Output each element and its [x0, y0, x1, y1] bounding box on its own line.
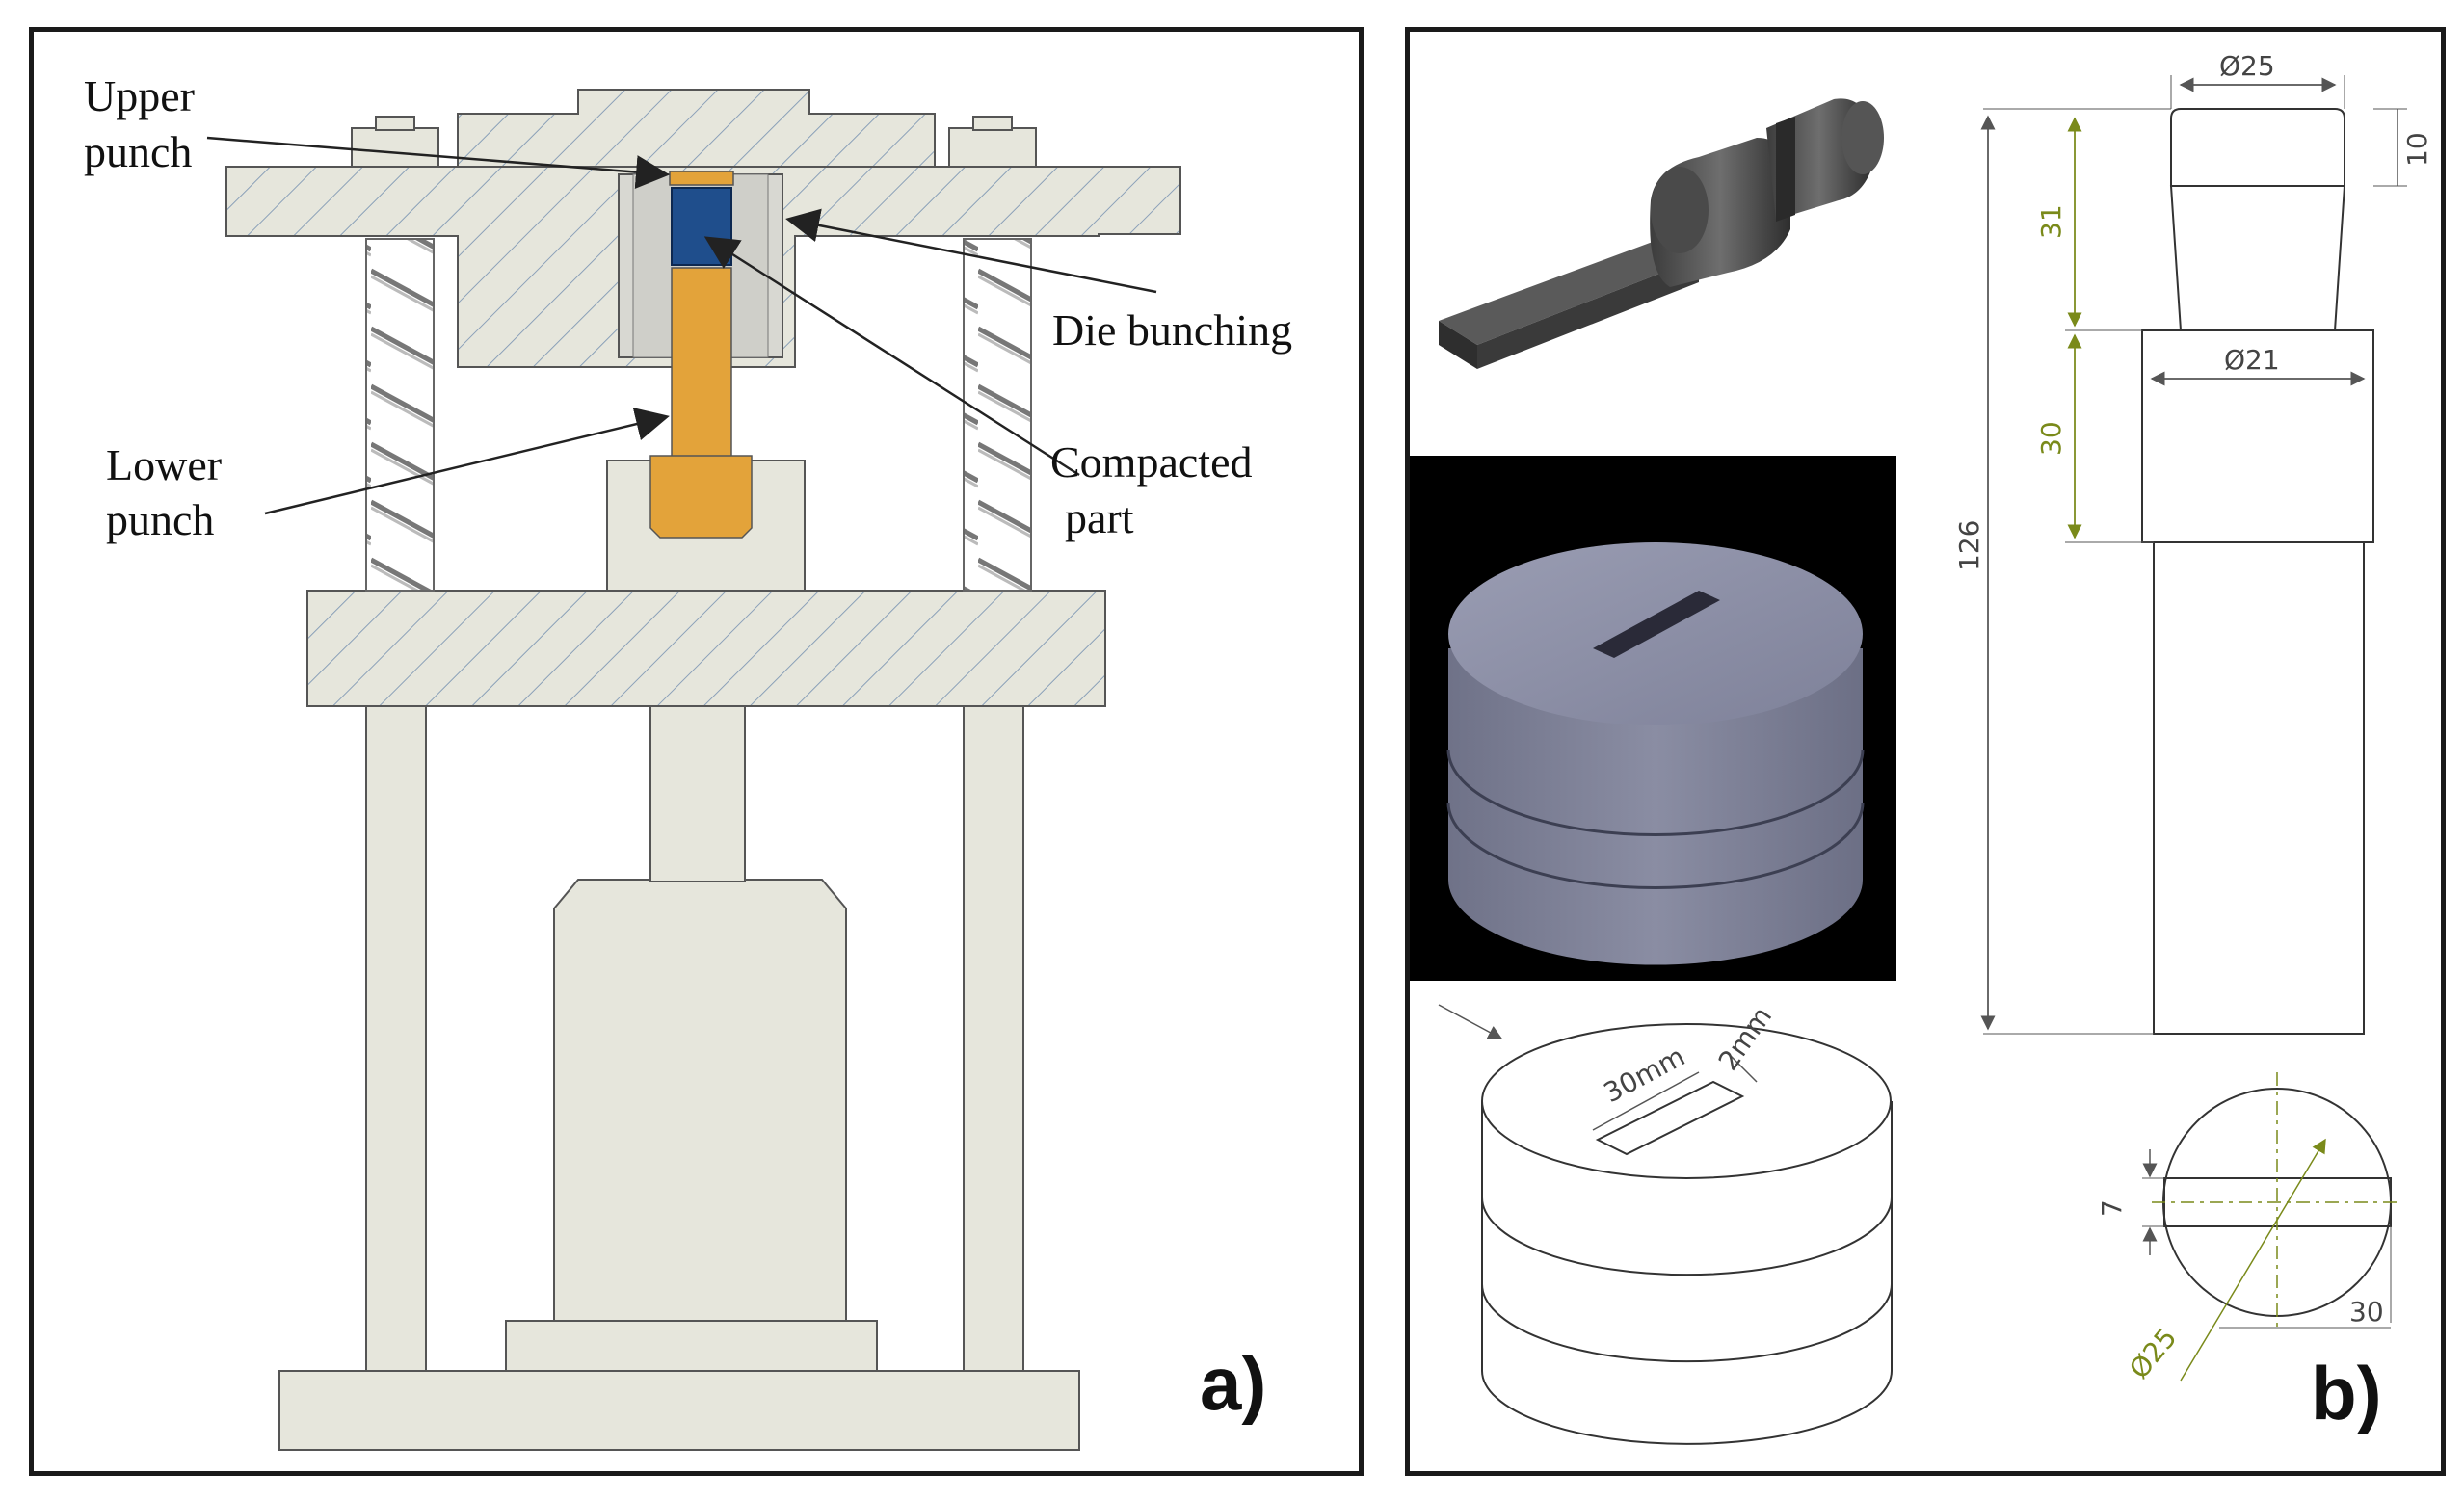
punch-3d-render: [1439, 98, 1884, 369]
base-plate: [278, 1370, 1080, 1451]
die-line-drawing: [1438, 1004, 1893, 1445]
dim-taper-height: 31: [2035, 204, 2067, 239]
label-lower-punch-1: Lower: [106, 440, 222, 489]
panel-b-tooling-drawings: 30mm 2mm: [1405, 27, 2446, 1476]
dim-section-slot-height: 7: [2096, 1199, 2128, 1217]
top-boss: [457, 89, 936, 168]
panel-label-b: b): [2311, 1351, 2382, 1435]
punch-orthographic: [1980, 75, 2407, 1035]
left-spring: [365, 238, 435, 592]
upper-punch: [669, 171, 734, 186]
compacted-part: [671, 187, 732, 266]
left-column: [365, 705, 427, 1372]
die-3d-render: [1446, 542, 1865, 965]
punch-section-view: [2142, 1072, 2402, 1382]
dim-top-diameter: Ø25: [2219, 50, 2275, 82]
label-compacted-part-2: part: [1065, 493, 1134, 542]
label-compacted-part-1: Compacted: [1050, 437, 1253, 487]
right-spring: [963, 238, 1032, 592]
lower-plate: [306, 590, 1106, 707]
jack-ram: [649, 705, 746, 882]
dim-section-diameter: Ø25: [2123, 1322, 2183, 1384]
lower-punch-head: [649, 455, 753, 539]
panel-a-press-assembly: Upper punch Die bunching Lower punch Com…: [29, 27, 1364, 1476]
dim-total-height: 126: [1953, 520, 1985, 571]
lower-punch: [671, 267, 732, 481]
dim-section-slot-length: 30: [2349, 1296, 2384, 1328]
left-bolt: [351, 127, 439, 168]
dim-mid-diameter: Ø21: [2224, 344, 2280, 376]
label-upper-punch-2: punch: [84, 127, 192, 176]
dim-top-height: 10: [2401, 132, 2433, 167]
label-die-bunching: Die bunching: [1052, 305, 1292, 355]
label-lower-punch-2: punch: [106, 495, 214, 544]
right-column: [963, 705, 1024, 1372]
label-upper-punch-1: Upper: [84, 71, 195, 120]
right-bolt: [948, 127, 1037, 168]
panel-label-a: a): [1200, 1341, 1266, 1426]
tooling-drawings: 30mm 2mm: [1410, 50, 2433, 1445]
dim-mid-height: 30: [2035, 421, 2067, 456]
hydraulic-jack: [505, 879, 878, 1329]
press-assembly-drawing: Upper punch Die bunching Lower punch Com…: [84, 71, 1292, 1451]
